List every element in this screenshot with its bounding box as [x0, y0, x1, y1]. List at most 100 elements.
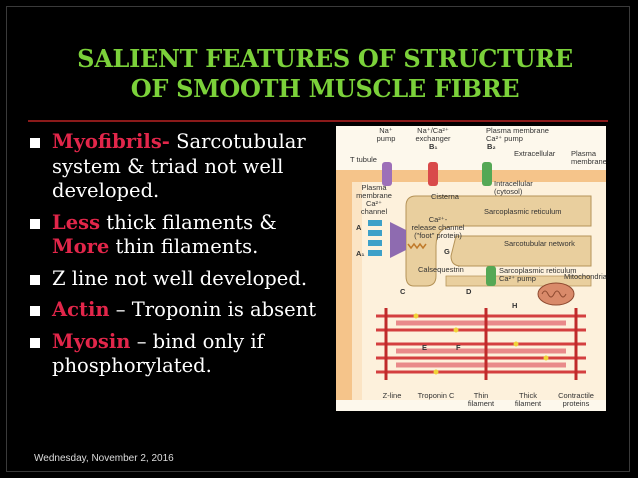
troponin-dot — [543, 355, 549, 361]
release-channel-icon — [390, 222, 406, 258]
label-pm-pump-1: Plasma membrane — [486, 126, 549, 135]
keyword: Actin — [52, 298, 110, 321]
plasma-membrane-band — [336, 170, 606, 182]
slide-date: Wednesday, November 2, 2016 — [34, 453, 174, 464]
label-b1: B₁ — [429, 142, 438, 151]
label-pm-pump-2: Ca²⁺ pump — [486, 134, 523, 143]
ca-channel-cluster — [368, 220, 382, 256]
bullet-text: phosphorylated. — [52, 354, 212, 377]
channel-bar — [368, 240, 382, 246]
label-thick-2: filament — [515, 399, 542, 408]
troponin-dot — [453, 327, 459, 333]
t-tubule-wall — [336, 170, 352, 400]
sarcotubular-network — [450, 235, 592, 267]
slide-frame — [6, 6, 630, 472]
label-pmc-2: membrane — [356, 191, 392, 200]
label-e: E — [422, 343, 427, 352]
label-z-line: Z-line — [383, 391, 402, 400]
keyword: More — [52, 235, 110, 258]
label-contractile-2: proteins — [563, 399, 590, 408]
bullet-square-icon — [30, 138, 40, 148]
label-contractile-1: Contractile — [558, 391, 594, 400]
label-g: G — [444, 247, 450, 256]
label-exchanger-1: Na⁺/Ca²⁺ — [417, 126, 449, 135]
keyword: Myofibrils- — [52, 130, 170, 153]
label-h: H — [512, 301, 517, 310]
troponin-dot — [433, 369, 439, 375]
bullet-list: Myofibrils- Sarcotubular system & triad … — [30, 130, 360, 386]
label-sr-pump-2: Ca²⁺ pump — [499, 274, 536, 283]
keyword: Less — [52, 210, 101, 234]
label-b2: B₂ — [487, 142, 496, 151]
troponin-dot — [513, 341, 519, 347]
label-pmc-3: Ca²⁺ — [366, 199, 382, 208]
na-pump-icon — [382, 162, 392, 186]
exchanger-icon — [428, 162, 438, 186]
label-troponin-c: Troponin C — [418, 391, 455, 400]
bullet-square-icon — [30, 306, 40, 316]
label-t-tubule: T tubule — [350, 155, 377, 164]
bullet-text: system & triad not well — [52, 154, 284, 178]
label-pmc-4: channel — [361, 207, 388, 216]
bullet-filaments: Less thick filaments & More thin filamen… — [30, 211, 360, 260]
label-release-3: ("foot" protein) — [414, 231, 462, 240]
label-thin-2: filament — [468, 399, 495, 408]
label-sarcotubular-network: Sarcotubular network — [504, 239, 575, 248]
label-extracellular: Extracellular — [514, 149, 556, 158]
label-intracellular-1: Intracellular — [494, 179, 533, 188]
t-tubule-inner — [352, 182, 362, 400]
label-cisterna: Cisterna — [431, 192, 460, 201]
label-na-pump: Na⁺ — [379, 126, 393, 135]
label-sr: Sarcoplasmic reticulum — [484, 207, 562, 216]
label-plasma-1: Plasma — [571, 149, 597, 158]
label-pump: pump — [377, 134, 396, 143]
label-a1: A₁ — [356, 249, 365, 258]
bullet-square-icon — [30, 218, 40, 229]
smooth-muscle-diagram: Na⁺ pump Na⁺/Ca²⁺ exchanger Plasma membr… — [336, 126, 608, 411]
title-line-1: SALIENT FEATURES OF STRUCTURE — [77, 44, 573, 73]
mitochondria-icon — [537, 282, 575, 306]
keyword: Myosin — [52, 329, 131, 353]
mitochondria-cristae — [541, 290, 567, 298]
diagram-svg: Na⁺ pump Na⁺/Ca²⁺ exchanger Plasma membr… — [336, 126, 608, 408]
pm-ca-pump-icon — [482, 162, 492, 186]
extracellular-region — [336, 126, 606, 170]
bullet-text: Sarcotubular — [169, 130, 306, 153]
label-a: A — [356, 223, 362, 232]
calsequestrin-icon — [407, 242, 427, 250]
troponin-dot — [413, 313, 419, 319]
bullet-square-icon — [30, 337, 40, 348]
label-release-2: release channel — [412, 223, 465, 232]
bullet-z-line: Z line not well developed. — [30, 267, 360, 292]
label-plasma-2: membrane — [571, 157, 606, 166]
label-calsequestrin: Calsequestrin — [418, 265, 464, 274]
label-mitochondria: Mitochondria — [564, 272, 606, 281]
title-divider — [28, 120, 608, 122]
slide-title: SALIENT FEATURES OF STRUCTURE OF SMOOTH … — [40, 44, 610, 104]
label-d: D — [466, 287, 472, 296]
label-release-1: Ca²⁺- — [429, 215, 448, 224]
label-thick-1: Thick — [519, 391, 537, 400]
sr-ca-pump-icon — [486, 266, 496, 286]
label-thin-1: Thin — [474, 391, 489, 400]
bullet-text: Z line not well developed. — [52, 266, 308, 290]
bullet-actin: Actin – Troponin is absent — [30, 298, 360, 323]
bullet-square-icon — [30, 274, 40, 285]
channel-bar — [368, 220, 382, 226]
label-exchanger-2: exchanger — [415, 134, 451, 143]
label-intracellular-2: (cytosol) — [494, 187, 523, 196]
label-sr-pump-1: Sarcoplasmic reticulum — [499, 266, 577, 275]
bullet-myofibrils: Myofibrils- Sarcotubular system & triad … — [30, 130, 360, 204]
sarcoplasmic-reticulum — [405, 195, 592, 287]
bullet-text: thick filaments & — [100, 210, 277, 234]
bullet-myosin: Myosin – bind only if phosphorylated. — [30, 330, 360, 379]
bullet-text: – bind only if — [130, 329, 264, 353]
label-pmc-1: Plasma — [361, 183, 387, 192]
bullet-text: developed. — [52, 179, 160, 202]
bullet-text: – Troponin is absent — [109, 298, 317, 321]
channel-bar — [368, 250, 382, 256]
label-f: F — [456, 343, 461, 352]
channel-bar — [368, 230, 382, 236]
bullet-text: thin filaments. — [109, 235, 259, 258]
contractile-filaments — [376, 308, 586, 380]
